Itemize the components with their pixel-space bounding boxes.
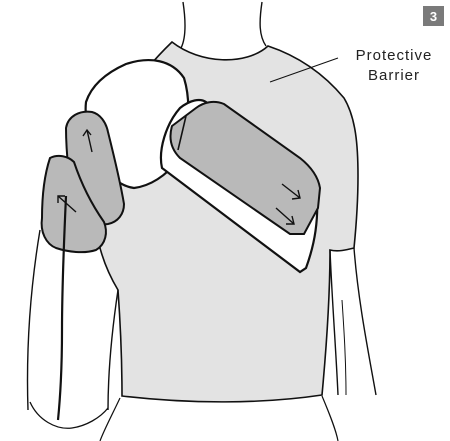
right-arm-inner (342, 300, 346, 395)
right-arm-outline (330, 248, 376, 395)
neck-outline (181, 2, 266, 48)
waist-lines (100, 396, 338, 441)
left-hand-outline (30, 402, 108, 428)
